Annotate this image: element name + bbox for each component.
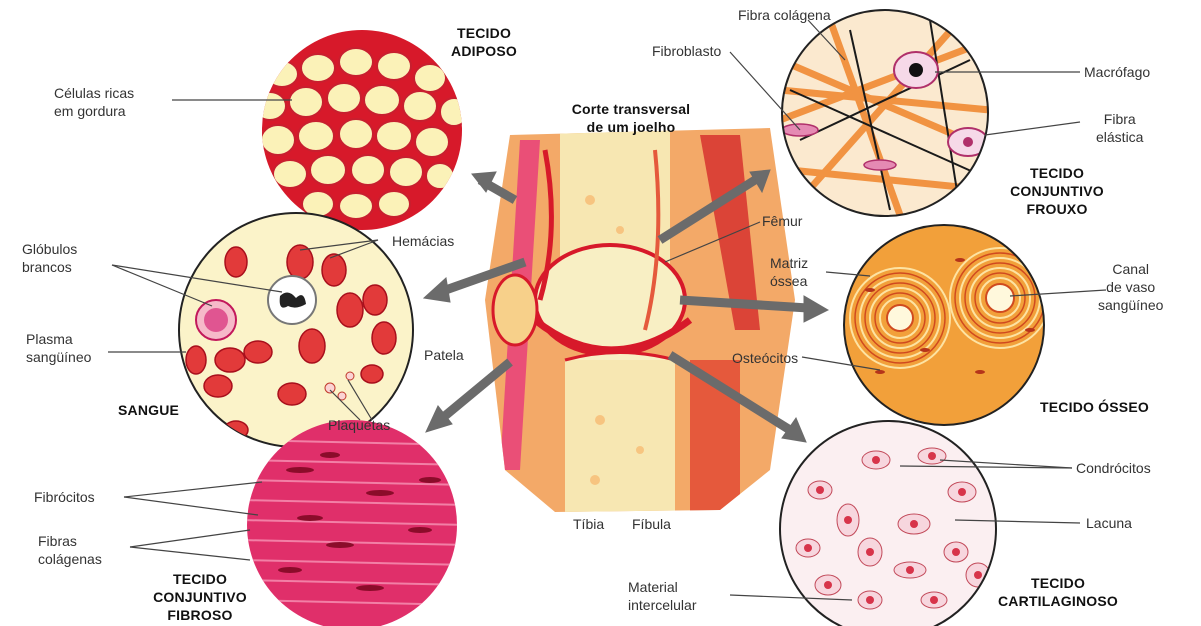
fibrous-circle <box>240 420 470 626</box>
patella <box>493 275 537 345</box>
blood-canal-1 <box>887 305 913 331</box>
chondrocytes-label: Condrócitos <box>1076 459 1151 477</box>
lacuna-label: Lacuna <box>1086 514 1132 532</box>
fibroblast-label: Fibroblasto <box>652 42 721 60</box>
bone-title: TECIDO ÓSSEO <box>1040 398 1149 416</box>
femur-label: Fêmur <box>762 212 802 230</box>
loose-connective-circle <box>780 10 990 216</box>
adipose-circle <box>254 30 468 230</box>
cartilage-circle <box>780 421 996 626</box>
platelets-label: Plaquetas <box>328 416 390 434</box>
macrophage-label: Macrófago <box>1084 63 1150 81</box>
collagen-fiber-label: Fibra colágena <box>738 6 831 24</box>
osteocytes-label: Osteócitos <box>732 349 798 367</box>
red-cells-label: Hemácias <box>392 232 454 250</box>
fibula-label: Fíbula <box>632 515 671 533</box>
fibrocytes-label: Fibrócitos <box>34 488 95 506</box>
patella-label: Patela <box>424 346 464 364</box>
bone-circle <box>844 225 1050 425</box>
blood-title: SANGUE <box>118 401 179 419</box>
blood-canal-2 <box>986 284 1014 312</box>
blood-circle <box>179 213 413 447</box>
tibia-bone <box>565 360 675 520</box>
tibia-label: Tíbia <box>573 515 604 533</box>
